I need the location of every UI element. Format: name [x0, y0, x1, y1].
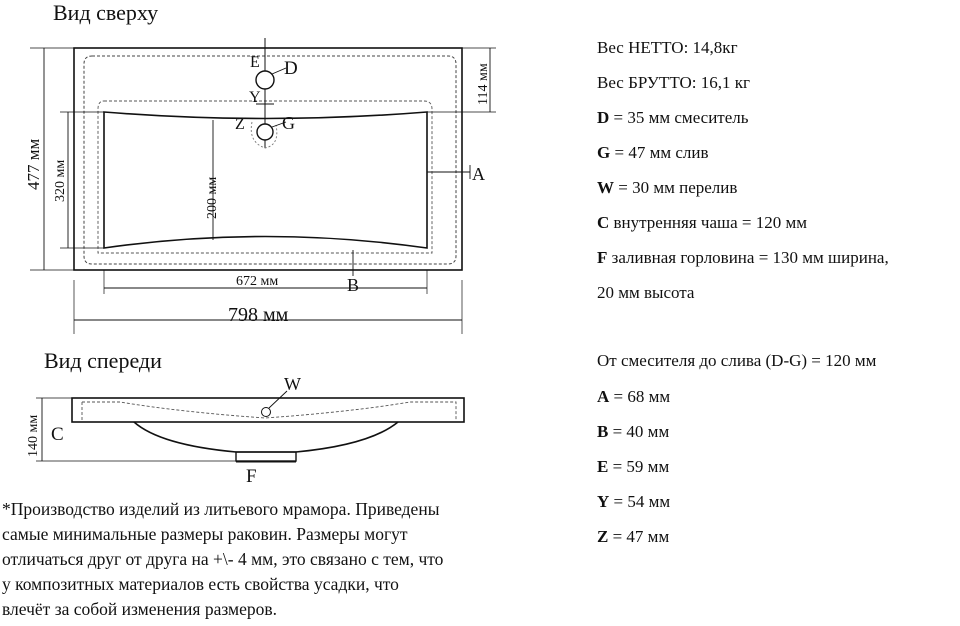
drain-recess — [250, 121, 278, 149]
label-z: Z — [235, 116, 245, 133]
label-e: E — [250, 54, 260, 71]
label-y: Y — [249, 89, 261, 106]
label-f: F — [246, 466, 257, 487]
front-dashed-contour — [81, 401, 457, 420]
dim-total-height: 477 мм — [24, 138, 43, 190]
spec-row: A = 68 мм — [597, 387, 671, 406]
label-b: B — [347, 275, 359, 295]
spec-row: E = 59 мм — [597, 457, 670, 476]
label-a: A — [472, 164, 485, 184]
overflow-leader — [268, 390, 288, 409]
dim-total-width: 798 мм — [228, 304, 289, 326]
spec-row: Z = 47 мм — [597, 527, 670, 546]
bowl-dashed-contour — [97, 100, 433, 254]
spec-row: 20 мм высота — [597, 283, 695, 302]
spec-row: Вес НЕТТО: 14,8кг — [597, 38, 738, 57]
dim-back-depth: 114 мм — [476, 63, 491, 105]
spec-row: От смесителя до слива (D-G) = 120 мм — [597, 351, 877, 370]
front-bowl — [133, 421, 399, 453]
bowl-outline — [103, 111, 428, 249]
drain-leader — [271, 121, 287, 128]
spec-row: G = 47 мм слив — [597, 143, 709, 162]
front-drain-neck — [235, 451, 297, 462]
footnote-line: у композитных материалов есть свойства у… — [2, 574, 399, 594]
top-view-title: Вид сверху — [53, 0, 158, 25]
footnote: *Производство изделий из литьевого мрамо… — [2, 497, 562, 622]
overflow-hole — [261, 407, 271, 417]
dim-front-height: 140 мм — [26, 415, 41, 457]
label-w: W — [284, 374, 301, 394]
label-d: D — [284, 58, 298, 79]
spec-row: W = 30 мм перелив — [597, 178, 738, 197]
top-dashed-contour — [83, 55, 457, 265]
spec-row: Вес БРУТТО: 16,1 кг — [597, 73, 750, 92]
front-view-title: Вид спереди — [44, 348, 162, 373]
spec-row: C внутренняя чаша = 120 мм — [597, 213, 808, 232]
faucet-leader — [271, 67, 287, 75]
top-outline — [73, 47, 463, 271]
footnote-line: отличаться друг от друга на +\- 4 мм, эт… — [2, 549, 444, 569]
footnote-line: *Производство изделий из литьевого мрамо… — [2, 499, 440, 519]
faucet-hole — [255, 70, 275, 90]
drain-hole — [256, 123, 274, 141]
spec-row: D = 35 мм смеситель — [597, 108, 749, 127]
dim-bowl-height: 320 мм — [53, 160, 68, 202]
spec-row: Y = 54 мм — [597, 492, 671, 511]
dim-bowl-width: 672 мм — [236, 274, 278, 289]
footnote-line: влечёт за собой изменения размеров. — [2, 599, 277, 619]
footnote-line: самые минимальные размеры раковин. Разме… — [2, 524, 408, 544]
label-g: G — [282, 113, 295, 133]
label-c: C — [51, 424, 64, 445]
front-slab — [71, 397, 465, 423]
spec-row: B = 40 мм — [597, 422, 670, 441]
spec-row: F заливная горловина = 130 мм ширина, — [597, 248, 889, 267]
dim-bowl-depth: 200 мм — [205, 177, 220, 219]
